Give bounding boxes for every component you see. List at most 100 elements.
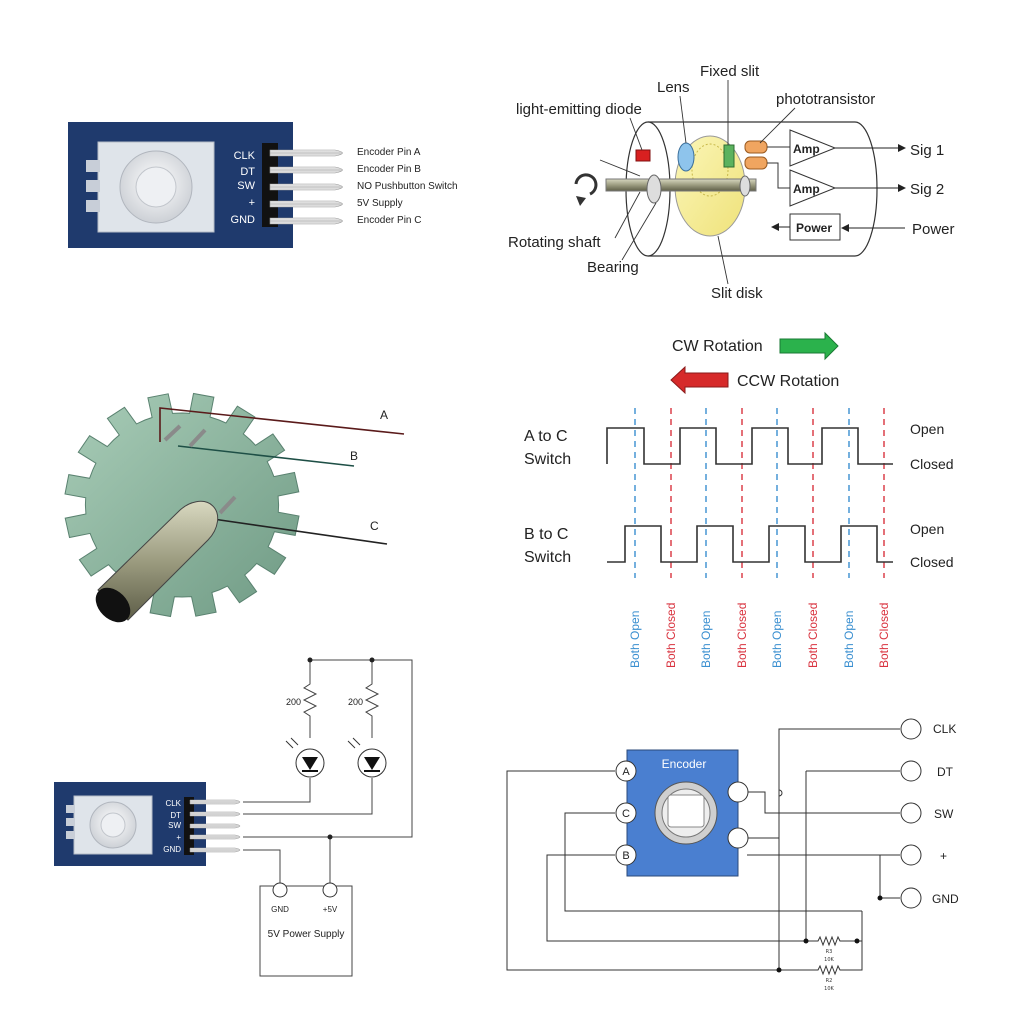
pin-desc-sw: NO Pushbutton Switch	[357, 181, 458, 192]
supply-5v-terminal	[322, 882, 338, 898]
both-open-label: Both Open	[842, 611, 856, 668]
pin-label-gnd: GND	[231, 214, 256, 226]
out-terminal-clk	[900, 718, 922, 740]
small-pin-gnd: GND	[163, 845, 181, 854]
led-2	[347, 737, 387, 778]
supply-gnd-label: GND	[271, 905, 289, 914]
phototransistor-label: phototransistor	[776, 91, 875, 108]
header-pin	[269, 217, 343, 225]
fixed-slit	[723, 144, 735, 168]
amp-1	[789, 129, 837, 167]
pin-b-terminal	[615, 844, 637, 866]
rotating-shaft-label: Rotating shaft	[508, 234, 601, 251]
header-pin-small	[189, 811, 241, 817]
cw-arrow	[779, 331, 839, 361]
led-label: light-emitting diode	[516, 101, 642, 118]
small-pin-plus: +	[176, 833, 181, 842]
out-label-dt: DT	[937, 765, 954, 779]
fixed-slit-label: Fixed slit	[700, 63, 760, 80]
out-terminal-plus	[900, 844, 922, 866]
encoder-module-top: CLK DT SW + GND Encoder Pin A Encoder Pi…	[68, 122, 458, 248]
wheel-shaft	[97, 500, 219, 621]
r2-value: 10K	[824, 986, 834, 992]
pin-desc-a: Encoder Pin A	[357, 147, 421, 158]
header-pin-small	[189, 847, 241, 853]
phototransistor-1	[744, 140, 768, 154]
optical-encoder-diagram: Amp Amp Power Sig 1 Sig 2 Power Fixed sl…	[508, 63, 955, 302]
quadrature-timing: CW Rotation CCW Rotation A to C Switch B…	[524, 331, 954, 668]
junction-dot	[877, 895, 883, 901]
sig1-label: Sig 1	[910, 142, 944, 159]
switch-terminal-1	[727, 781, 749, 803]
resistor-2-value: 200	[348, 697, 363, 707]
header-pin-small	[189, 799, 241, 805]
wire-a-label: A	[380, 408, 388, 422]
out-label-plus: +	[940, 849, 947, 863]
bearing	[646, 174, 662, 204]
small-pin-dt: DT	[170, 811, 181, 820]
wire-c-label: C	[370, 519, 379, 533]
a-to-c-switch: Switch	[524, 451, 571, 468]
pin-label-plus: +	[249, 197, 255, 209]
header-pin-small	[189, 834, 241, 840]
pin-a-terminal	[615, 760, 637, 782]
pin-desc-5v: 5V Supply	[357, 198, 403, 209]
rotating-shaft	[605, 178, 757, 192]
led	[635, 149, 651, 162]
pin-desc-b: Encoder Pin B	[357, 164, 421, 175]
both-closed-label: Both Closed	[877, 603, 891, 668]
module-tab	[86, 180, 100, 192]
a-open-label: Open	[910, 421, 944, 437]
lens-label: Lens	[657, 79, 690, 96]
switch-terminal-2	[727, 827, 749, 849]
phase-markers	[634, 408, 885, 578]
out-terminal-sw	[900, 802, 922, 824]
ccw-label: CCW Rotation	[737, 373, 839, 390]
pin-c-terminal	[615, 802, 637, 824]
out-label-sw: SW	[934, 807, 954, 821]
cw-label: CW Rotation	[672, 338, 763, 355]
encoder-housing	[648, 121, 878, 257]
both-closed-label: Both Closed	[664, 603, 678, 668]
header-pin	[269, 149, 343, 157]
led-1	[285, 737, 325, 778]
junction-dot	[803, 938, 809, 944]
out-label-clk: CLK	[933, 722, 956, 736]
contact-wheel	[64, 392, 300, 618]
module-tab	[86, 200, 100, 212]
output-terminals	[900, 718, 922, 909]
mechanical-encoder: A B C	[64, 392, 405, 623]
trace-a	[606, 427, 893, 465]
ccw-arrow	[670, 365, 729, 395]
pin-header-small	[184, 797, 194, 855]
r3-value: 10K	[824, 957, 834, 963]
bearing-rear	[739, 175, 751, 197]
disk-slits	[691, 143, 729, 197]
wiring-left-wires	[243, 659, 413, 977]
pin-desc-c: Encoder Pin C	[357, 215, 421, 226]
module-tab	[86, 160, 100, 172]
pin-a-label: A	[622, 766, 630, 778]
b-open-label: Open	[910, 521, 944, 537]
amp-2-label: Amp	[793, 182, 820, 196]
lens	[677, 142, 695, 172]
small-pin-sw: SW	[168, 821, 181, 830]
led-wiring-diagram: 200 200 CLK DT SW + GND GND +5V 5V Power…	[54, 657, 413, 977]
leader-lines	[599, 80, 796, 285]
a-to-c-label: A to C	[524, 428, 568, 445]
junction-dot	[854, 938, 860, 944]
pin-c-label: C	[622, 808, 630, 820]
schematic-wires	[506, 728, 900, 976]
junction-dot	[369, 657, 375, 663]
header-pin-small	[189, 823, 241, 829]
knob-shaft	[135, 166, 177, 208]
sig2-label: Sig 2	[910, 181, 944, 198]
supply-5v-label: +5V	[323, 905, 338, 914]
r3-label: R3	[826, 949, 833, 955]
header-pin	[269, 166, 343, 174]
header-pin	[269, 183, 343, 191]
pin-label-sw: SW	[237, 180, 255, 192]
wiper-wires	[159, 407, 405, 545]
